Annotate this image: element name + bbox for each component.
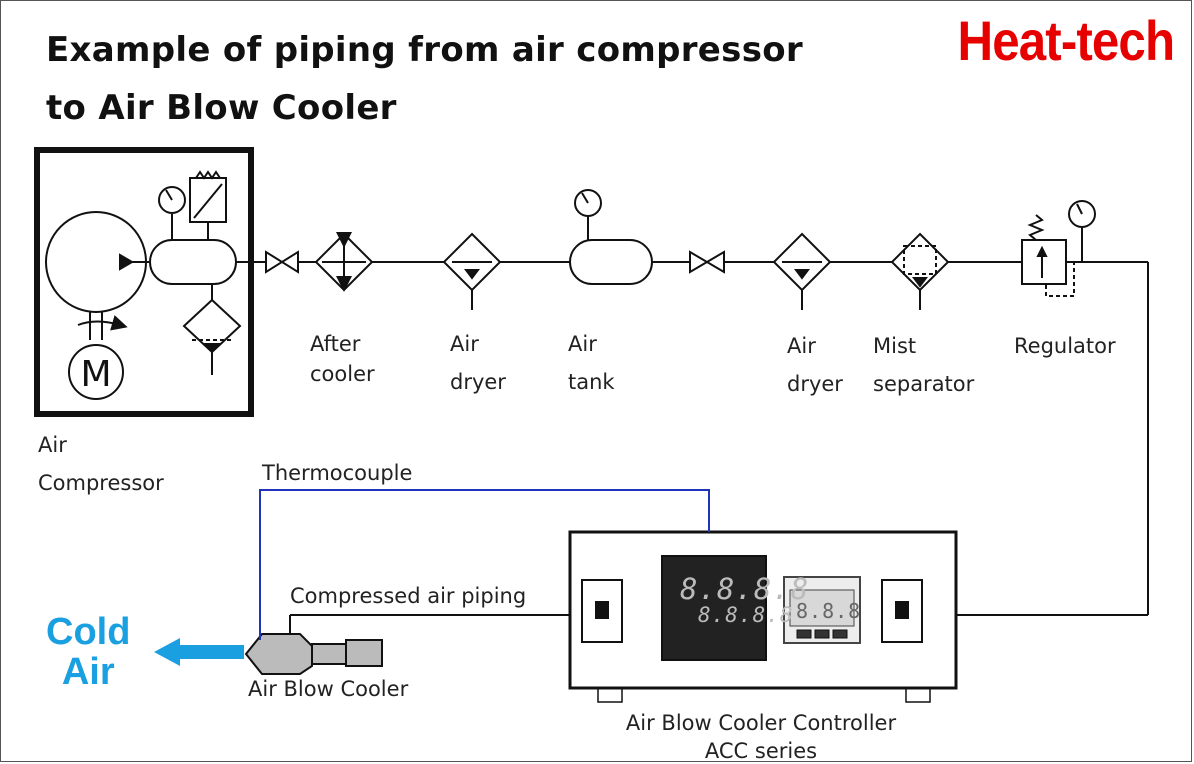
air-tank-icon (569, 239, 653, 285)
label-air-dryer-2a: Air (787, 334, 816, 358)
title-line-2: to Air Blow Cooler (46, 88, 397, 128)
air-blow-cooler-icon (244, 633, 383, 675)
brand-logo: Heat-tech (957, 9, 1175, 72)
main-display (661, 555, 767, 661)
relief-valve-icon (189, 177, 227, 223)
cold-air-arrow (154, 638, 244, 666)
label-controller-2: ACC series (704, 739, 818, 763)
regulator-icon (1021, 239, 1067, 285)
temp-readout: 8.8.8 (796, 599, 862, 623)
cold-air-label: Cold Air (46, 612, 130, 692)
label-after-cooler-1: After (310, 332, 361, 356)
label-air-dryer-2b: dryer (787, 372, 843, 396)
main-readout: 8.8.8.8 (680, 572, 810, 606)
valve-icon (265, 250, 299, 274)
air-compressor-unit (34, 147, 254, 417)
label-air-tank-2: tank (568, 370, 615, 394)
label-mist-1: Mist (873, 334, 917, 358)
label-air-tank-1: Air (568, 332, 597, 356)
sub-readout: 8.8.8.8 (698, 603, 794, 627)
receiver-tank-icon (149, 239, 237, 285)
pressure-gauge-icon (158, 186, 186, 214)
controller-unit (568, 530, 958, 703)
cold-air-label-1: Cold (46, 611, 131, 653)
label-after-cooler-2: cooler (310, 362, 375, 386)
thermocouple-wire (259, 489, 710, 640)
regulator-gauge-icon (1068, 200, 1096, 228)
motor-label: M (80, 354, 111, 395)
label-compressor-1: Air (38, 433, 67, 457)
label-compressor-2: Compressor (38, 471, 164, 495)
label-air-dryer-1a: Air (450, 332, 479, 356)
title-line-1: Example of piping from air compressor (46, 30, 803, 70)
label-thermocouple: Thermocouple (262, 461, 413, 485)
label-compressed-air-piping: Compressed air piping (290, 584, 527, 608)
label-controller-1: Air Blow Cooler Controller (625, 711, 897, 735)
label-regulator: Regulator (1014, 334, 1116, 358)
cold-air-label-2: Air (61, 651, 115, 693)
label-air-blow-cooler: Air Blow Cooler (248, 677, 409, 701)
label-mist-2: separator (873, 372, 975, 396)
label-air-dryer-1b: dryer (450, 370, 506, 394)
compressor-motor-icon (68, 344, 124, 400)
valve-2-icon (689, 250, 725, 274)
air-tank-gauge-icon (574, 189, 602, 217)
